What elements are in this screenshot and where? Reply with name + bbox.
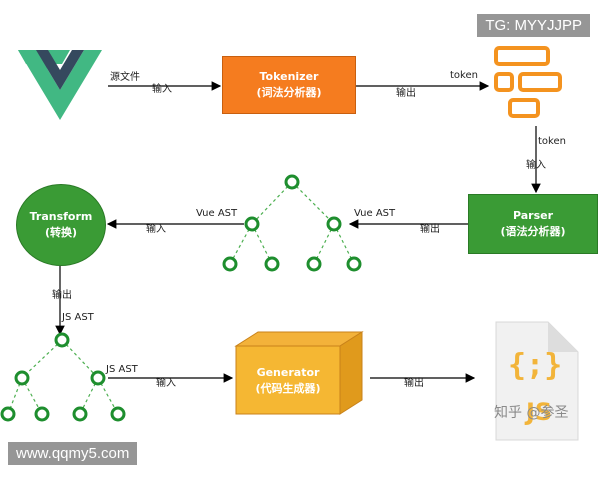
input-label-4: 输入 — [156, 378, 176, 389]
watermark-zhihu: 知乎 @参圣 — [494, 405, 569, 421]
input-label-1: 输入 — [152, 84, 172, 95]
js-file-label: JS — [526, 398, 553, 426]
tokenizer-subtitle: (词法分析器) — [256, 86, 322, 99]
generator-box: Generator (代码生成器) — [236, 356, 340, 406]
parser-box: Parser (语法分析器) — [468, 194, 598, 254]
vue-ast-label-left: Vue AST — [196, 208, 238, 219]
generator-subtitle: (代码生成器) — [255, 382, 321, 395]
output-label-4: 输出 — [404, 378, 424, 389]
tokenizer-name: Tokenizer — [259, 70, 319, 83]
output-label-3: 输出 — [52, 290, 72, 301]
generator-3d-box — [234, 331, 364, 415]
input-label-3: 输入 — [146, 224, 166, 235]
token-list-icon — [494, 46, 562, 118]
transform-circle: Transform (转换) — [16, 184, 106, 266]
transform-subtitle: (转换) — [44, 226, 78, 239]
parser-name: Parser — [512, 209, 554, 222]
js-ast-label-right: JS AST — [106, 364, 138, 375]
input-label-2: 输入 — [526, 160, 546, 171]
source-file-label: 源文件 — [110, 72, 140, 83]
vue-logo-icon — [18, 50, 102, 120]
output-label-2: 输出 — [420, 224, 440, 235]
js-ast-nodes — [0, 332, 126, 422]
js-file-icon — [495, 321, 579, 441]
vue-ast-label-right: Vue AST — [354, 208, 396, 219]
transform-name: Transform — [29, 210, 93, 223]
tokenizer-box: Tokenizer (词法分析器) — [222, 56, 356, 114]
js-file-brace-glyph: {;} — [508, 348, 563, 383]
vue-ast-nodes — [222, 174, 362, 272]
output-label-1: 输出 — [396, 88, 416, 99]
token-label-2: token — [538, 136, 566, 147]
parser-subtitle: (语法分析器) — [500, 225, 566, 238]
watermark-top: TG: MYYJJPP — [477, 14, 590, 37]
generator-name: Generator — [256, 366, 320, 379]
token-label-1: token — [450, 70, 478, 81]
js-ast-label-top: JS AST — [62, 312, 94, 323]
watermark-bottom: www.qqmy5.com — [8, 442, 138, 465]
